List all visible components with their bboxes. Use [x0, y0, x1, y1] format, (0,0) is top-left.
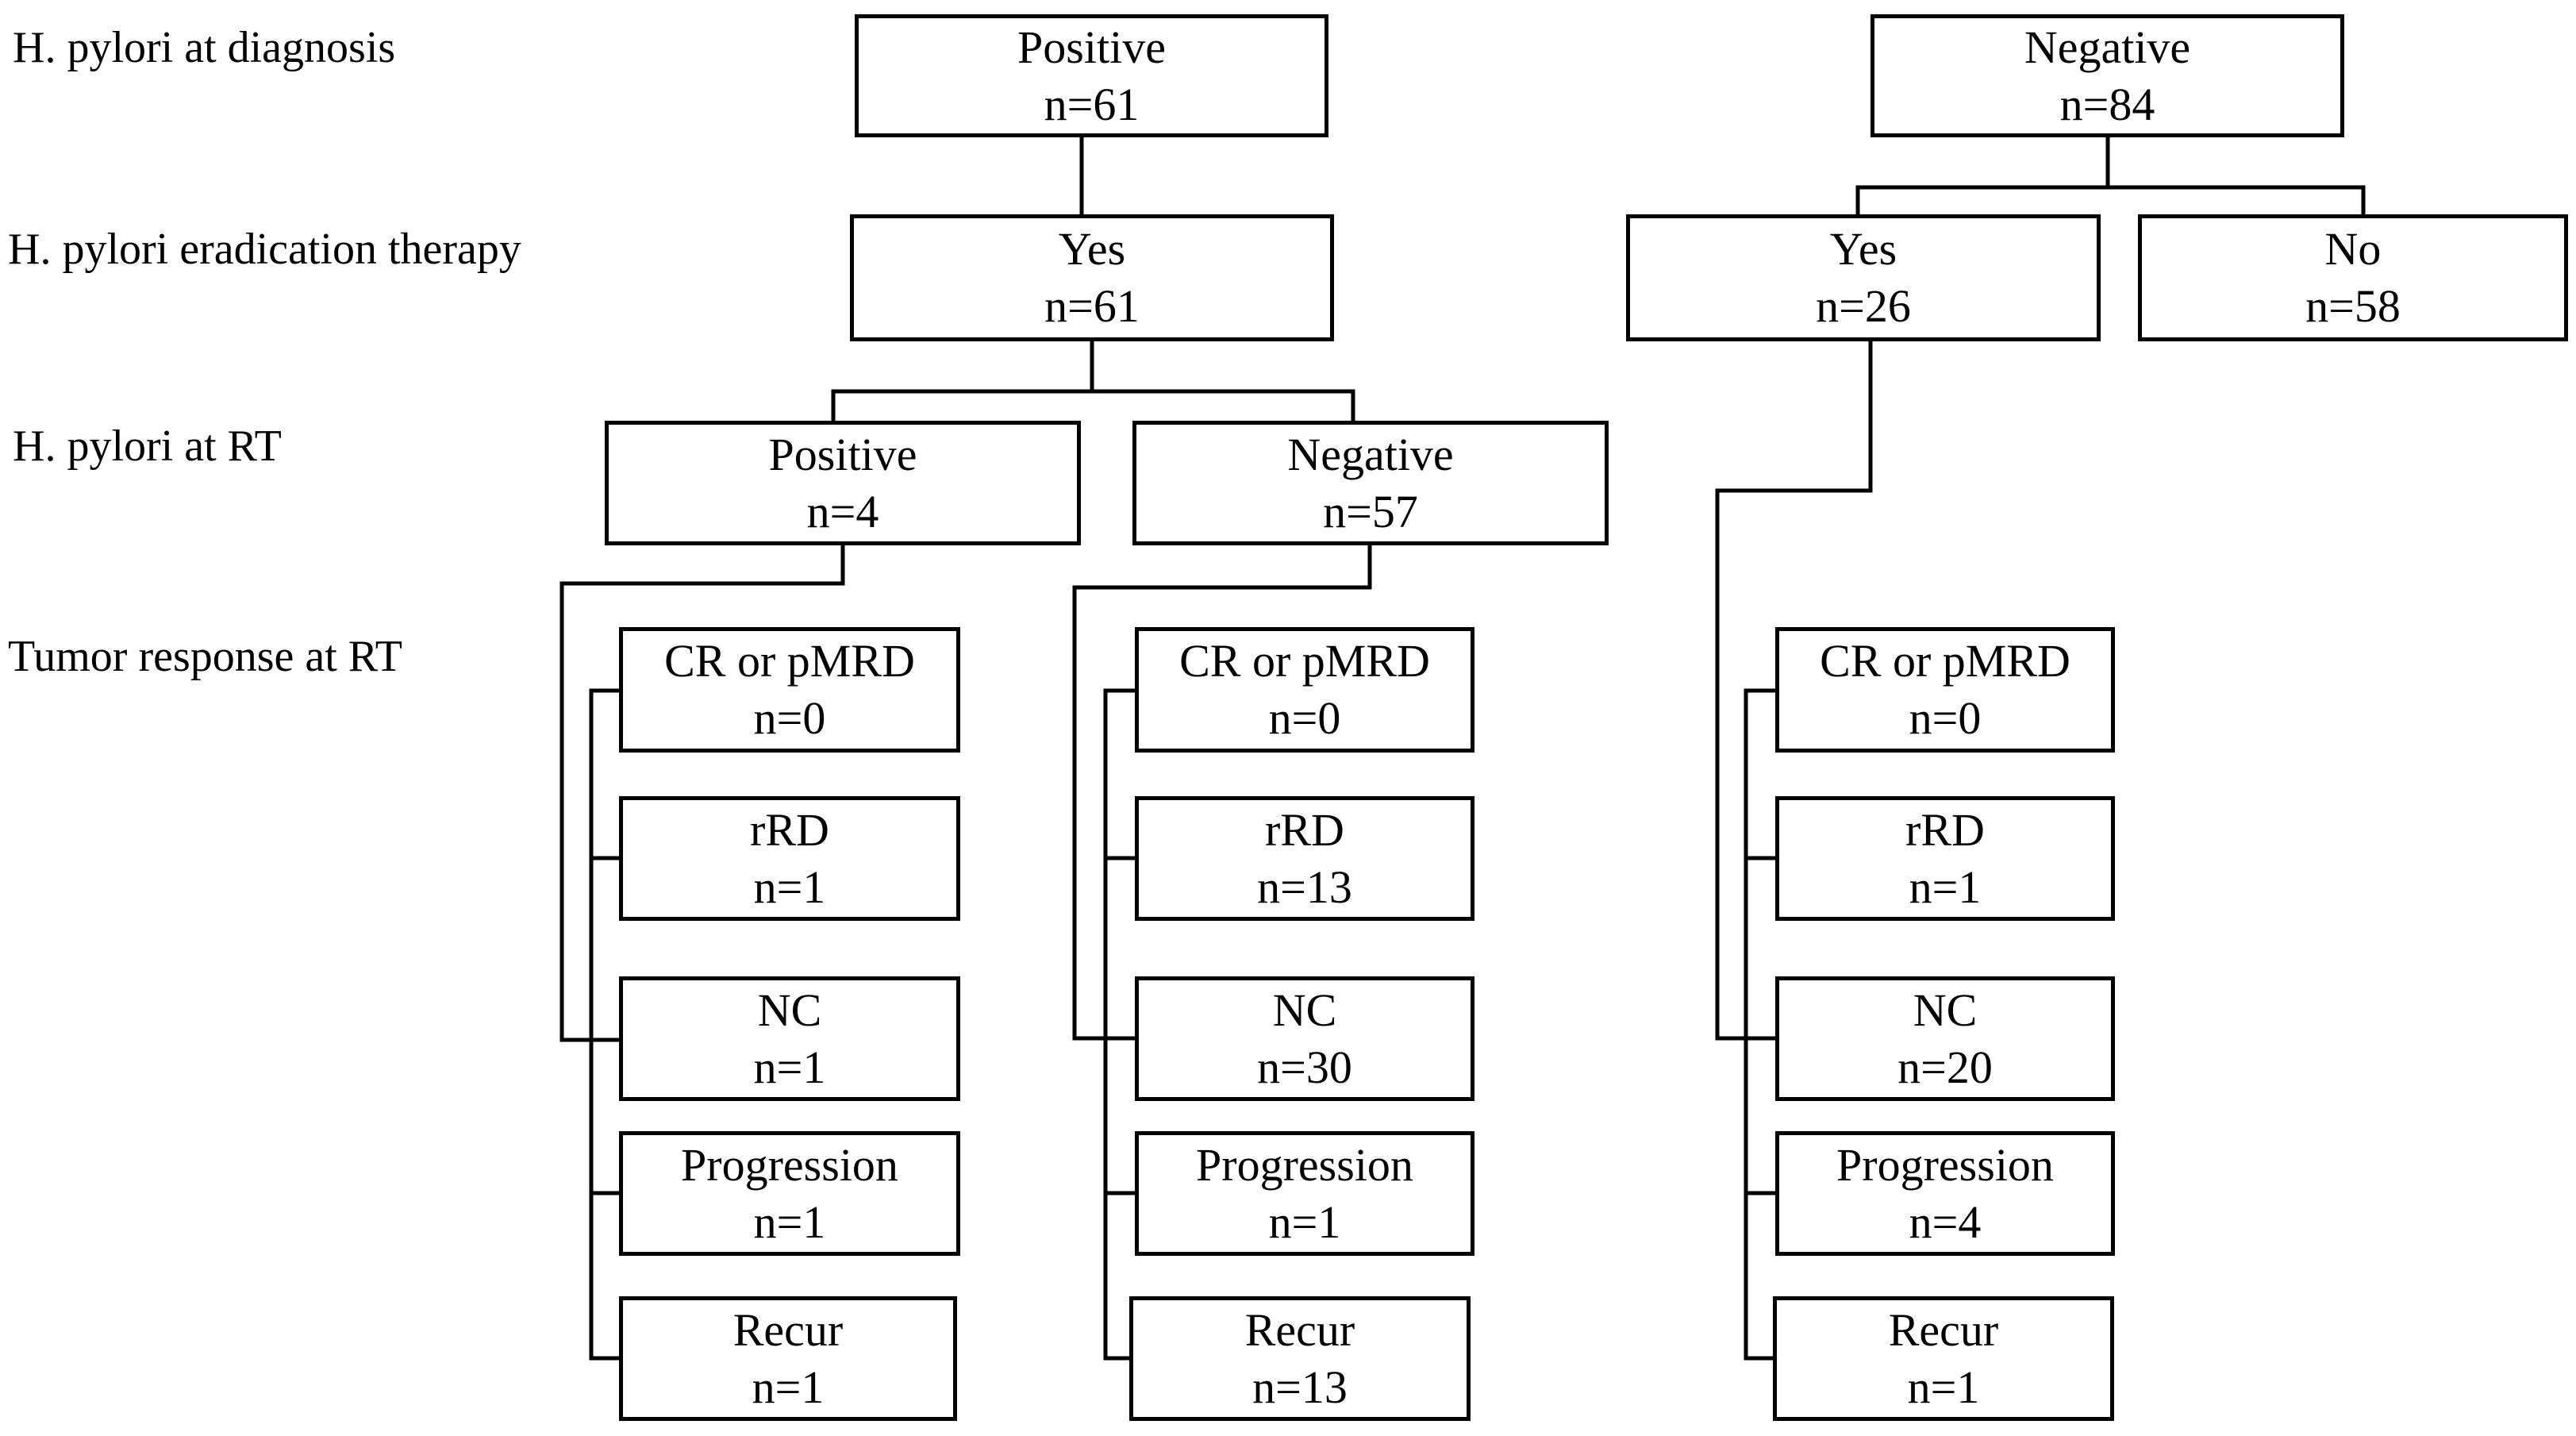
row-label-tumor-response: Tumor response at RT — [8, 632, 402, 681]
node-count: n=26 — [1816, 280, 1911, 332]
response-count: n=0 — [753, 692, 826, 744]
response-count: n=1 — [753, 1195, 826, 1248]
response-recur: Recur n=1 — [1773, 1296, 2114, 1421]
node-diagnosis-positive: Positive n=61 — [855, 14, 1328, 137]
response-count: n=1 — [752, 1361, 825, 1413]
response-progression: Progression n=1 — [1135, 1131, 1474, 1256]
response-title: Recur — [1888, 1303, 1999, 1356]
response-title: CR or pMRD — [1179, 635, 1430, 687]
response-count: n=13 — [1252, 1361, 1348, 1413]
response-count: n=20 — [1897, 1041, 1993, 1093]
response-count: n=0 — [1268, 692, 1341, 744]
node-count: n=61 — [1044, 78, 1140, 130]
response-count: n=4 — [1909, 1195, 1982, 1248]
response-title: rRD — [750, 803, 829, 856]
response-title: NC — [1272, 984, 1337, 1036]
response-count: n=1 — [1268, 1195, 1341, 1248]
node-rt-negative: Negative n=57 — [1132, 421, 1609, 545]
row-label-at-rt: H. pylori at RT — [13, 422, 282, 471]
node-count: n=4 — [806, 485, 879, 537]
node-eradication-negative-no: No n=58 — [2138, 214, 2568, 341]
response-title: Progression — [681, 1138, 898, 1191]
row-label-diagnosis: H. pylori at diagnosis — [13, 23, 396, 72]
response-nc: NC n=1 — [619, 976, 960, 1101]
response-count: n=1 — [753, 1041, 826, 1093]
node-title: No — [2324, 223, 2382, 275]
response-cr-pmrd: CR or pMRD n=0 — [619, 627, 960, 753]
node-eradication-negative-yes: Yes n=26 — [1626, 214, 2101, 341]
node-title: Positive — [768, 428, 917, 480]
response-recur: Recur n=1 — [619, 1296, 957, 1421]
node-title: Positive — [1017, 21, 1166, 73]
response-title: NC — [1913, 984, 1978, 1036]
node-count: n=57 — [1323, 485, 1418, 537]
row-label-eradication: H. pylori eradication therapy — [8, 225, 521, 274]
response-title: CR or pMRD — [664, 635, 915, 687]
node-count: n=84 — [2059, 78, 2155, 130]
response-nc: NC n=30 — [1135, 976, 1474, 1101]
response-count: n=1 — [1907, 1361, 1980, 1413]
node-count: n=58 — [2305, 280, 2401, 332]
response-title: Recur — [732, 1303, 844, 1356]
node-title: Negative — [2024, 21, 2191, 73]
response-recur: Recur n=13 — [1129, 1296, 1471, 1421]
response-count: n=13 — [1257, 860, 1352, 913]
node-eradication-positive-yes: Yes n=61 — [850, 214, 1334, 341]
response-title: NC — [757, 984, 822, 1036]
node-diagnosis-negative: Negative n=84 — [1870, 14, 2344, 137]
response-cr-pmrd: CR or pMRD n=0 — [1775, 627, 2115, 753]
response-count: n=0 — [1909, 692, 1982, 744]
response-rrd: rRD n=1 — [1775, 796, 2115, 921]
response-rrd: rRD n=1 — [619, 796, 960, 921]
response-title: Progression — [1196, 1138, 1413, 1191]
node-title: Yes — [1058, 223, 1126, 275]
response-count: n=1 — [1909, 860, 1982, 913]
node-count: n=61 — [1044, 280, 1140, 332]
response-rrd: rRD n=13 — [1135, 796, 1474, 921]
response-count: n=1 — [753, 860, 826, 913]
response-title: rRD — [1905, 803, 1985, 856]
response-title: Recur — [1244, 1303, 1355, 1356]
response-progression: Progression n=1 — [619, 1131, 960, 1256]
response-title: CR or pMRD — [1820, 635, 2070, 687]
response-progression: Progression n=4 — [1775, 1131, 2115, 1256]
response-nc: NC n=20 — [1775, 976, 2115, 1101]
node-title: Negative — [1287, 428, 1454, 480]
response-cr-pmrd: CR or pMRD n=0 — [1135, 627, 1474, 753]
node-rt-positive: Positive n=4 — [605, 421, 1081, 545]
response-title: rRD — [1265, 803, 1344, 856]
response-title: Progression — [1836, 1138, 2054, 1191]
response-count: n=30 — [1257, 1041, 1352, 1093]
node-title: Yes — [1829, 223, 1897, 275]
